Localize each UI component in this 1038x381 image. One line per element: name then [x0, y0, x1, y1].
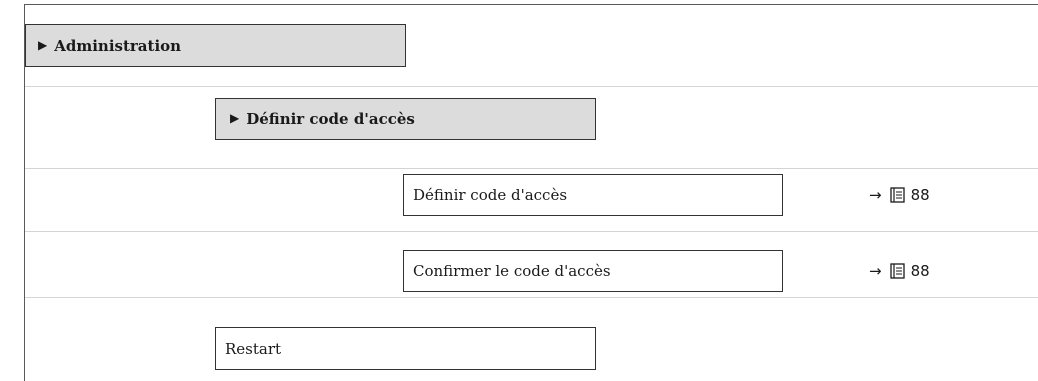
- frame-left-border: [24, 4, 25, 381]
- restart-parameter-label: Restart: [225, 339, 282, 358]
- page-reference[interactable]: → 88: [869, 261, 930, 281]
- administration-menu-label: Administration: [54, 36, 182, 55]
- book-icon: [889, 263, 905, 279]
- confirm-access-code-parameter-label: Confirmer le code d'accès: [413, 262, 611, 280]
- define-access-code-parameter[interactable]: Définir code d'accès: [403, 174, 783, 216]
- frame-top-border: [24, 4, 1038, 5]
- row-separator: [25, 168, 1038, 169]
- book-icon: [889, 187, 905, 203]
- page-ref-number: 88: [910, 262, 930, 280]
- page-ref-number: 88: [910, 186, 930, 204]
- page-reference[interactable]: → 88: [869, 185, 930, 205]
- confirm-access-code-parameter[interactable]: Confirmer le code d'accès: [403, 250, 783, 292]
- arrow-right-icon: →: [869, 186, 882, 204]
- row-separator: [25, 297, 1038, 298]
- administration-menu[interactable]: ▶ Administration: [25, 24, 406, 67]
- row-separator: [25, 86, 1038, 87]
- define-access-code-submenu-label: Définir code d'accès: [246, 110, 415, 128]
- triangle-right-icon: ▶: [230, 111, 240, 125]
- arrow-right-icon: →: [869, 262, 882, 280]
- row-separator: [25, 231, 1038, 232]
- define-access-code-submenu[interactable]: ▶ Définir code d'accès: [215, 98, 596, 140]
- triangle-right-icon: ▶: [38, 37, 48, 52]
- define-access-code-parameter-label: Définir code d'accès: [413, 186, 568, 204]
- restart-parameter[interactable]: Restart: [215, 327, 596, 370]
